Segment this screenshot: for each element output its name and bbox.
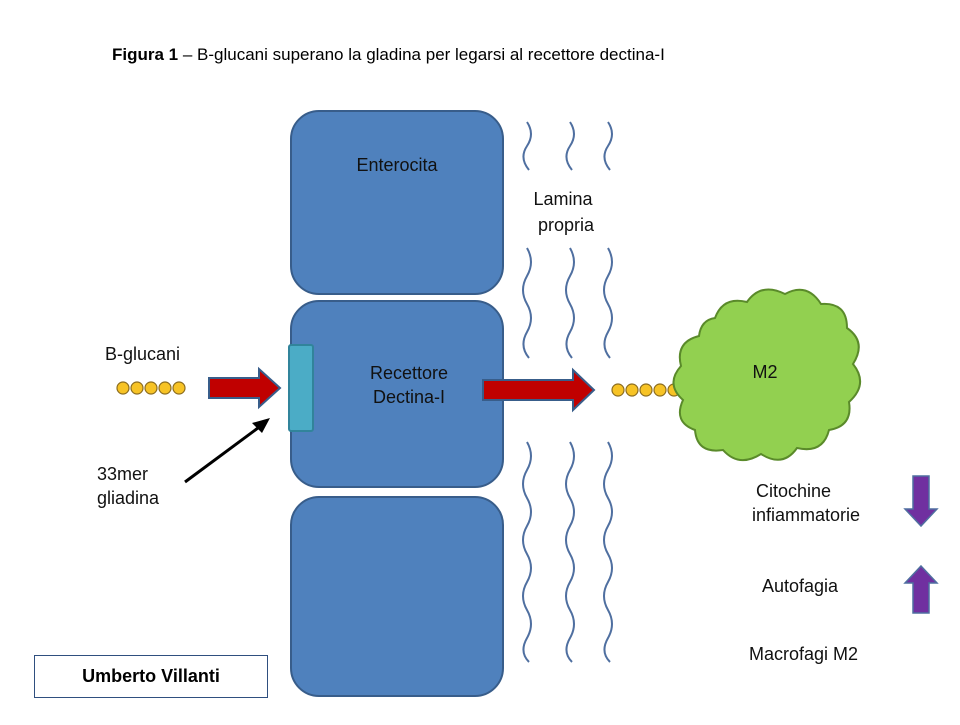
cloud-macrophage-icon	[672, 288, 861, 461]
fiber-mid-2	[565, 247, 575, 359]
enterocyte-cell-bottom	[290, 496, 504, 697]
gliadin-label-line1: 33mer	[97, 464, 148, 484]
black-arrow-icon	[184, 418, 270, 484]
purple-down-arrow-icon	[903, 475, 939, 528]
receptor-label-line2: Dectina-I	[373, 387, 445, 407]
enterocyte-label: Enterocita	[356, 155, 438, 175]
citochine-label-line2: infiammatorie	[752, 505, 860, 525]
fiber-low-3	[603, 441, 613, 663]
lamina-label-line2: propria	[538, 215, 595, 235]
gliadin-label-line2: gliadina	[97, 488, 160, 508]
lamina-propria-fibers	[522, 121, 613, 663]
bead-chain-right-icon	[611, 383, 681, 397]
author-credit: Umberto Villanti	[34, 655, 268, 698]
figure-title-text: – B-glucani superano la gladina per lega…	[178, 45, 665, 64]
figure-title: Figura 1 – B-glucani superano la gladina…	[112, 45, 665, 64]
autofagia-label: Autofagia	[762, 576, 839, 596]
purple-up-arrow-icon	[903, 564, 939, 614]
citochine-label-line1: Citochine	[756, 481, 831, 501]
enterocyte-cell-top	[290, 110, 504, 295]
macrofagi-label: Macrofagi M2	[749, 644, 858, 664]
fiber-low-1	[522, 441, 532, 663]
lamina-label-line1: Lamina	[533, 189, 593, 209]
fiber-top-1	[522, 121, 532, 171]
fiber-low-2	[565, 441, 575, 663]
bglucani-label: B-glucani	[105, 344, 180, 364]
figure-title-label: Figura 1	[112, 45, 178, 64]
fiber-mid-1	[522, 247, 532, 359]
bead-chain-left-icon	[116, 381, 186, 395]
red-arrow-icon-right	[482, 367, 596, 413]
receptor-label-line1: Recettore	[370, 363, 448, 383]
dectin-receptor	[288, 344, 314, 432]
fiber-top-2	[565, 121, 575, 171]
red-arrow-icon-left	[208, 366, 282, 410]
fiber-top-3	[603, 121, 613, 171]
m2-label: M2	[752, 362, 777, 382]
fiber-mid-3	[603, 247, 613, 359]
